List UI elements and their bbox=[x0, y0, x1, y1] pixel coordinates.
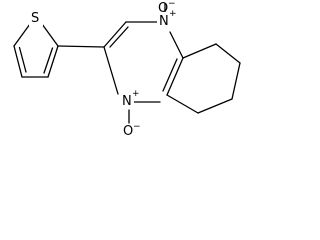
thiophene-ring bbox=[13, 23, 59, 78]
pyrazine-ring bbox=[103, 21, 184, 103]
bond-thiophene-pyrazine bbox=[57, 45, 105, 48]
cyclohexane-ring bbox=[166, 43, 241, 114]
bond-c4a-c8a bbox=[166, 57, 184, 96]
bond-n4-c4a bbox=[169, 31, 184, 59]
bond-c6-c7 bbox=[231, 62, 241, 100]
bond-c5-c6 bbox=[215, 43, 241, 64]
bond-c4a-c5 bbox=[182, 43, 217, 59]
oxygen-bottom-charge: − bbox=[133, 122, 141, 132]
double-bond-c4a-c8a-inner bbox=[162, 58, 178, 92]
bond-n1-c2 bbox=[103, 46, 119, 95]
nitrogen-top-charge: + bbox=[169, 9, 177, 19]
oxygen-top-charge: − bbox=[168, 0, 176, 9]
bond-c8-c8a bbox=[166, 94, 199, 114]
chemical-structure: S N + N + O − O − bbox=[13, 0, 241, 139]
oxygen-top-label: O bbox=[158, 1, 168, 16]
nitrogen-top-label: N bbox=[159, 14, 169, 29]
oxygen-bottom-label: O bbox=[123, 124, 133, 139]
nitrogen-bottom-charge: + bbox=[132, 89, 140, 99]
nitrogen-bottom-label: N bbox=[122, 94, 132, 109]
bond-s-c2 bbox=[41, 23, 59, 47]
double-bond-c4-c5-inner bbox=[18, 46, 27, 73]
bond-c2-c3 bbox=[47, 45, 59, 78]
bond-c2-c3-pyr bbox=[103, 21, 127, 48]
bond-s-c5 bbox=[13, 23, 31, 47]
double-bond-c2-c3-inner bbox=[43, 47, 54, 74]
double-bond-c2-c3-pyr-inner bbox=[109, 26, 129, 48]
bond-c7-c8 bbox=[197, 98, 233, 114]
sulfur-atom-label: S bbox=[31, 11, 39, 26]
bond-c4-c5 bbox=[13, 45, 23, 78]
